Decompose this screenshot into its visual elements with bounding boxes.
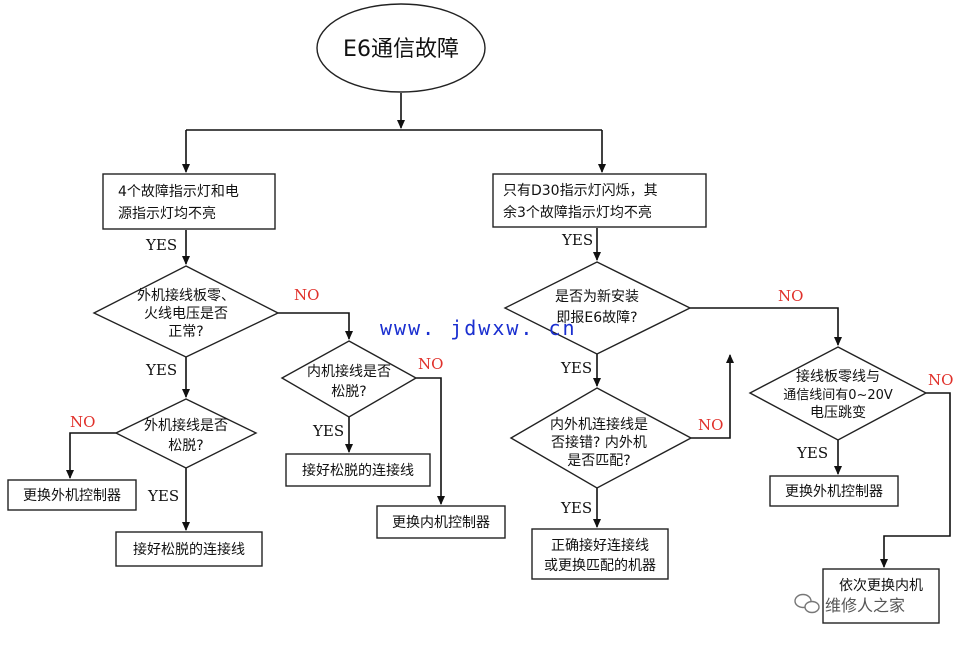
- connectors: [66, 93, 951, 568]
- branch-left-box: 4个故障指示灯和电 源指示灯均不亮: [102, 173, 276, 230]
- action-replace-in-order: 依次更换内机: [822, 568, 940, 624]
- edge-d1-no-to-d3: [278, 312, 353, 340]
- action-reconnect-1: 接好松脱的连接线: [115, 531, 263, 567]
- decision-wiring-match-line-3: 是否匹配?: [567, 453, 630, 469]
- decision-board-voltage-line-1: 接线板零线与: [796, 368, 880, 385]
- wechat-icon: [794, 593, 820, 614]
- decision-outdoor-loose-line-2: 松脱?: [168, 438, 203, 454]
- decision-outdoor-voltage-line-1: 外机接线板零、: [137, 287, 235, 304]
- action-correct-wiring-line-1: 正确接好连接线: [551, 537, 649, 554]
- yes-label-d3: YES: [312, 422, 344, 440]
- decision-outdoor-loose: 外机接线是否 松脱?: [114, 398, 258, 469]
- decision-board-voltage-line-2: 通信线间有0~20V: [783, 388, 893, 403]
- action-replace-in-order-line-1: 依次更换内机: [839, 577, 923, 594]
- decision-wiring-match-line-1: 内外机连接线是: [550, 416, 648, 433]
- action-correct-wiring-line-2: 或更换匹配的机器: [544, 557, 656, 574]
- action-replace-outdoor-2-label: 更换外机控制器: [785, 483, 883, 500]
- action-replace-indoor-label: 更换内机控制器: [392, 514, 490, 531]
- no-label-d2: NO: [70, 413, 95, 431]
- branch-right-line-1: 只有D30指示灯闪烁，其: [503, 183, 658, 199]
- edge-d2-no-to-replace-outdoor: [66, 432, 118, 479]
- decision-indoor-loose-line-2: 松脱?: [331, 384, 366, 400]
- no-label-d4: NO: [778, 287, 803, 305]
- decision-board-voltage-line-3: 电压跳变: [810, 405, 866, 421]
- branch-right-line-2: 余3个故障指示灯均不亮: [503, 204, 652, 221]
- yes-label-d2: YES: [147, 487, 179, 505]
- watermark-brand: 维修人之家: [794, 593, 905, 615]
- action-reconnect-1-label: 接好松脱的连接线: [133, 541, 245, 558]
- decision-indoor-loose-line-1: 内机接线是否: [307, 363, 391, 380]
- no-label-d6: NO: [928, 371, 953, 389]
- edge-d5-no-loop: [691, 354, 734, 439]
- action-replace-indoor: 更换内机控制器: [376, 505, 506, 539]
- no-label-d5: NO: [698, 416, 723, 434]
- yes-label-left-branch: YES: [145, 236, 177, 254]
- decision-new-install-line-2: 即报E6故障?: [556, 310, 637, 326]
- edge-d6-no-to-replace-in-order: [880, 392, 951, 568]
- decision-new-install-line-1: 是否为新安装: [555, 289, 639, 305]
- no-label-d1: NO: [294, 286, 319, 304]
- action-reconnect-2: 接好松脱的连接线: [285, 453, 431, 487]
- decision-new-install: 是否为新安装 即报E6故障?: [503, 261, 692, 355]
- action-replace-outdoor-2: 更换外机控制器: [769, 475, 899, 507]
- branch-left-line-2: 源指示灯均不亮: [118, 205, 216, 222]
- decision-outdoor-voltage-line-3: 正常?: [168, 324, 203, 340]
- action-replace-outdoor-1: 更换外机控制器: [7, 479, 137, 511]
- branch-right-box: 只有D30指示灯闪烁，其 余3个故障指示灯均不亮: [492, 173, 707, 228]
- decision-wiring-match: 内外机连接线是 否接错? 内外机 是否匹配?: [509, 387, 693, 489]
- decision-indoor-loose: 内机接线是否 松脱?: [280, 340, 418, 418]
- watermark-brand-label: 维修人之家: [825, 596, 905, 615]
- yes-label-right-branch: YES: [561, 231, 593, 249]
- yes-label-d5: YES: [560, 499, 592, 517]
- edge-labels: YES NO YES NO YES NO YES YES NO YES NO Y…: [70, 231, 953, 517]
- action-replace-outdoor-1-label: 更换外机控制器: [23, 487, 121, 504]
- edge-d4-no-to-d6: [690, 307, 842, 346]
- yes-label-d1: YES: [145, 361, 177, 379]
- start-node: E6通信故障: [316, 3, 486, 93]
- watermark-url: www. jdwxw. cn: [380, 316, 577, 340]
- decision-wiring-match-line-2: 否接错? 内外机: [551, 434, 647, 451]
- decision-outdoor-voltage-line-2: 火线电压是否: [144, 306, 228, 322]
- edge-d3-no-to-replace-indoor: [416, 377, 445, 505]
- start-label: E6通信故障: [343, 37, 459, 62]
- decision-outdoor-loose-line-1: 外机接线是否: [144, 417, 228, 434]
- yes-label-d6: YES: [796, 444, 828, 462]
- action-correct-wiring: 正确接好连接线 或更换匹配的机器: [531, 528, 669, 580]
- branch-left-line-1: 4个故障指示灯和电: [118, 184, 239, 200]
- decision-board-voltage: 接线板零线与 通信线间有0~20V 电压跳变: [748, 346, 928, 441]
- no-label-d3: NO: [418, 355, 443, 373]
- yes-label-d4: YES: [560, 359, 592, 377]
- action-reconnect-2-label: 接好松脱的连接线: [302, 462, 414, 479]
- decision-outdoor-voltage: 外机接线板零、 火线电压是否 正常?: [92, 265, 280, 358]
